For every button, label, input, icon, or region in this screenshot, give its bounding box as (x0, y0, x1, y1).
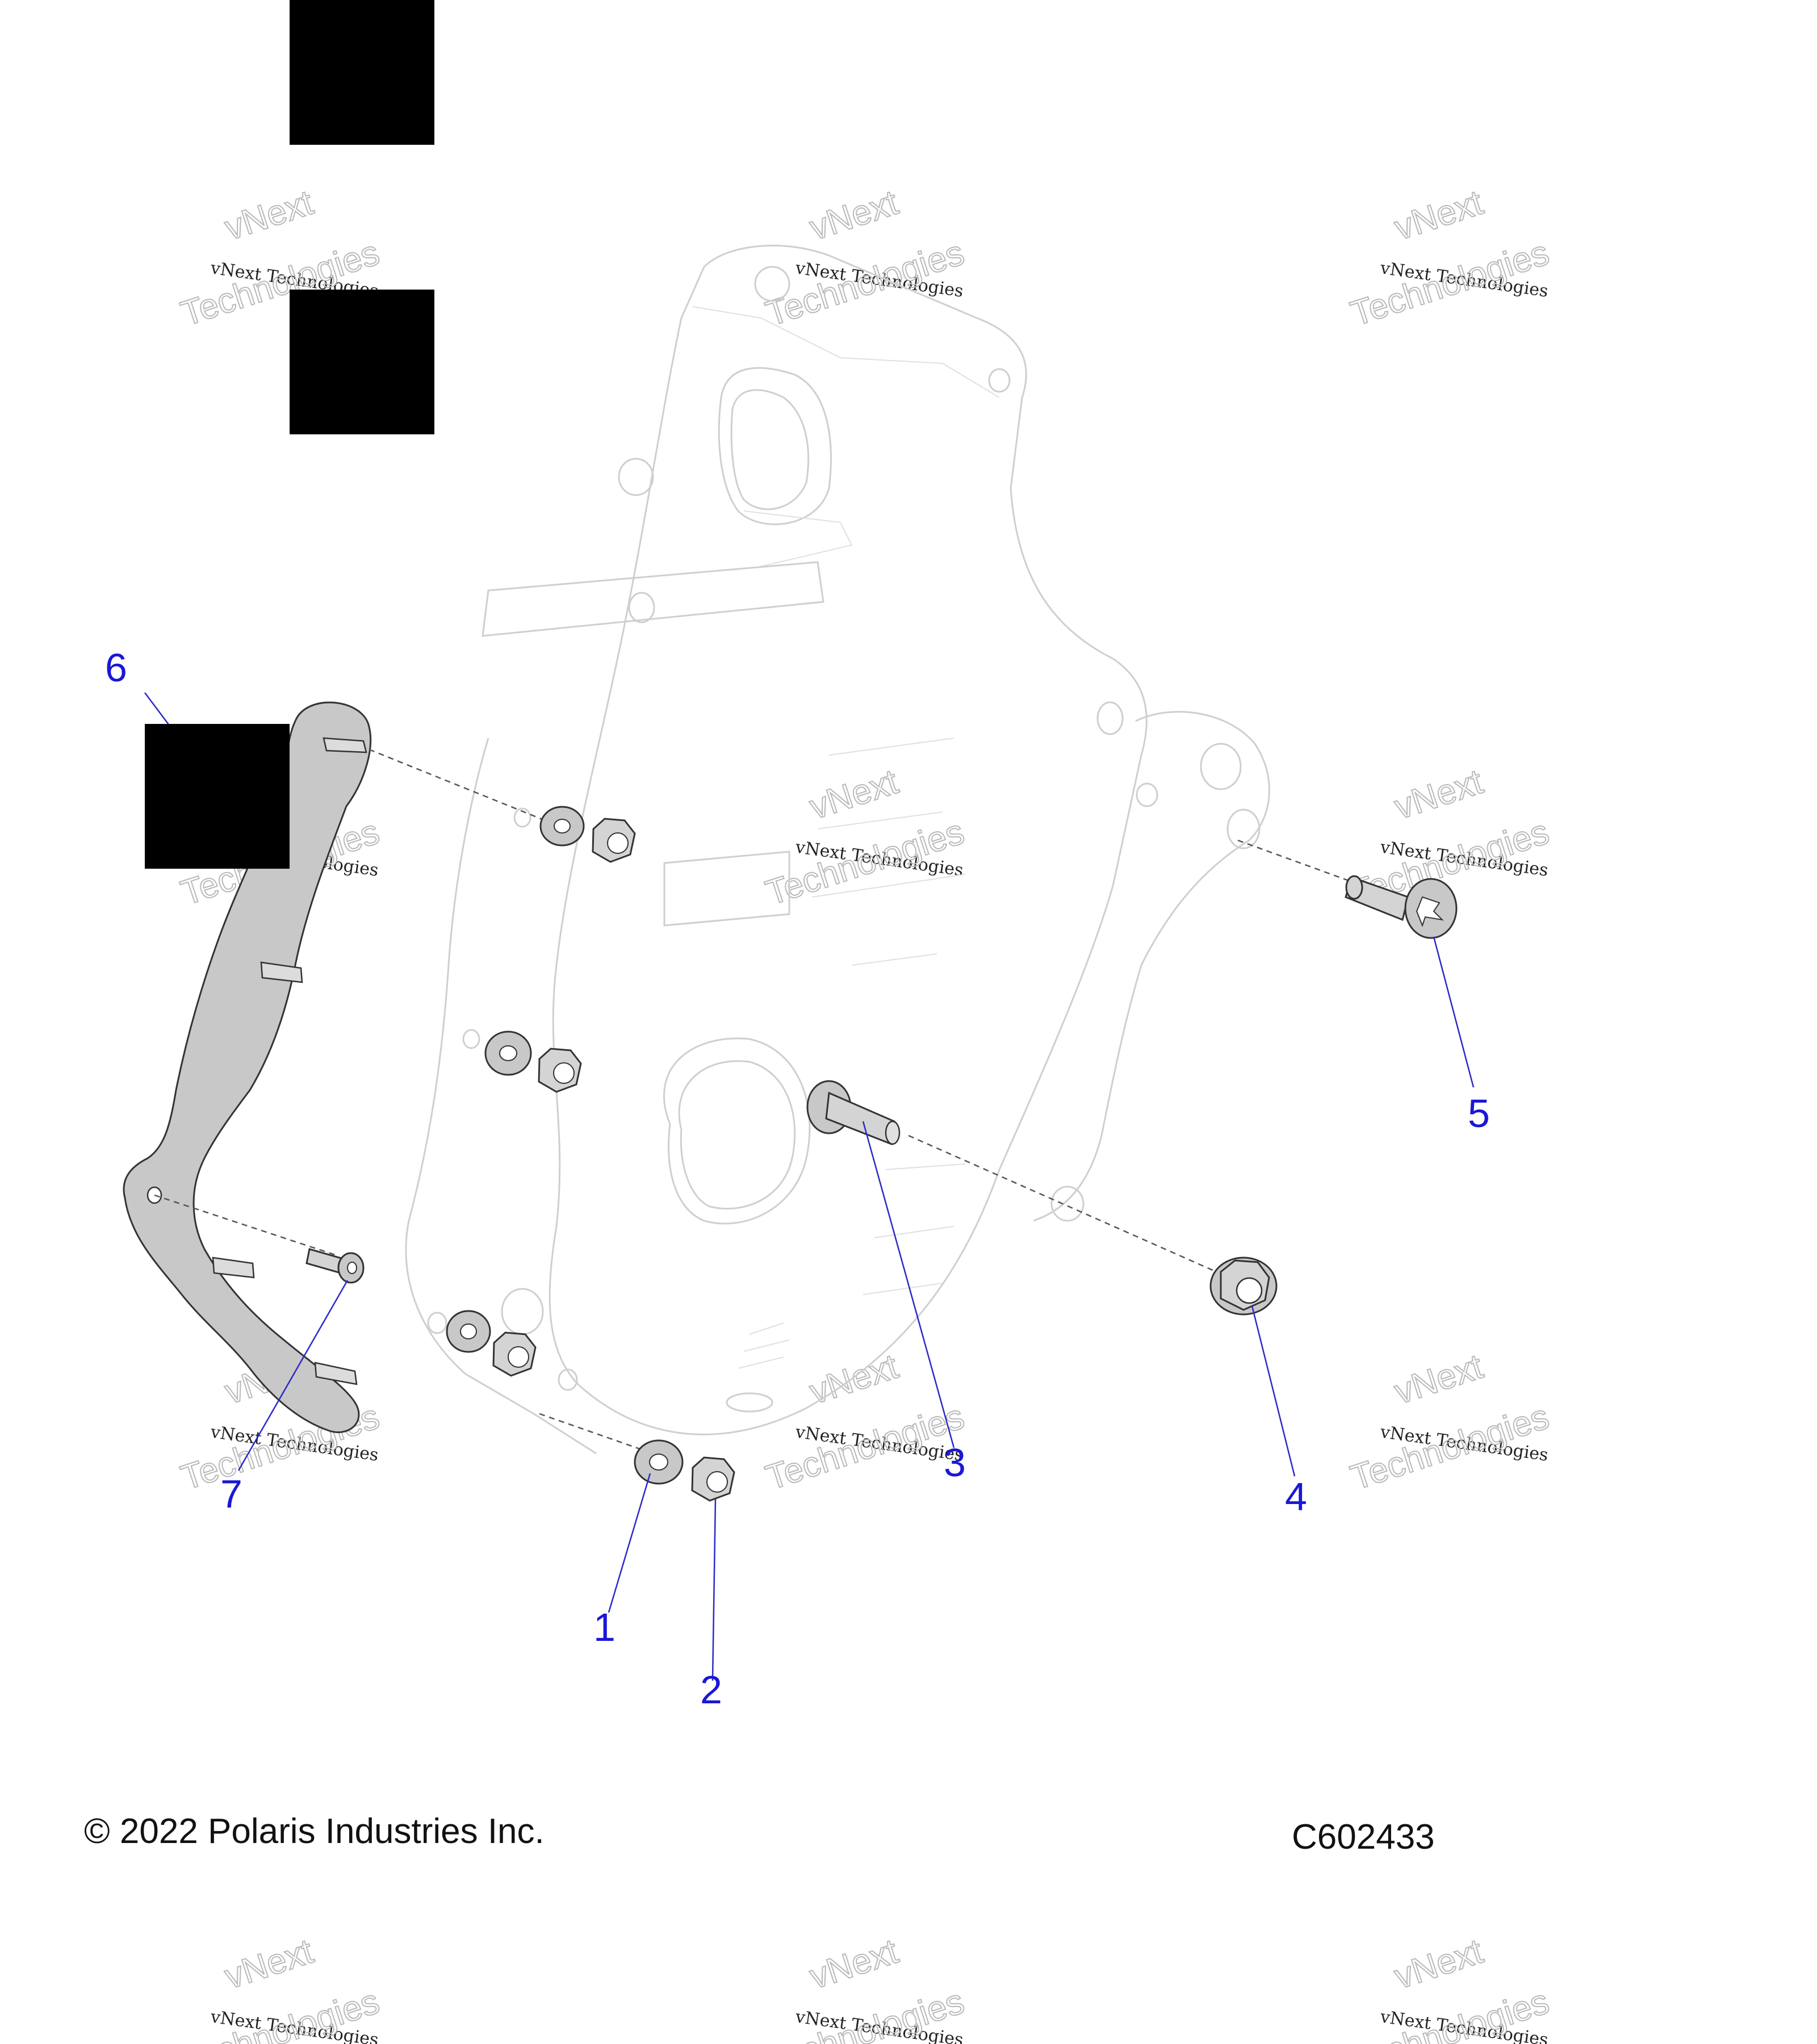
nut (492, 1331, 537, 1377)
watermark-big-top: vNext (1390, 183, 1488, 248)
redaction-block (290, 0, 434, 145)
callout-1: 1 (593, 1605, 616, 1649)
callout-5: 5 (1468, 1091, 1490, 1136)
bracket-stud (260, 961, 303, 983)
watermark-big-top: vNext (805, 1932, 903, 1997)
callout-4: 4 (1285, 1475, 1307, 1519)
leader-2 (711, 1498, 717, 1681)
nut (538, 1048, 582, 1093)
leader-lines (144, 692, 1475, 1681)
callout-7: 7 (220, 1472, 242, 1516)
watermark: vNext vNext Technologies Technologies (1346, 1931, 1555, 2044)
watermark-big-top: vNext (805, 762, 903, 827)
bracket-stud (314, 1362, 358, 1385)
figure-id: C602433 (1292, 1817, 1435, 1857)
watermark-big-top: vNext (220, 1932, 318, 1997)
watermark-big-top: vNext (1390, 1347, 1488, 1412)
leader-1 (608, 1473, 651, 1613)
washer (539, 806, 585, 847)
nut (691, 1456, 735, 1502)
watermark-big-top: vNext (805, 1347, 903, 1412)
part-7-screw (305, 1248, 365, 1284)
callout-6: 6 (105, 646, 127, 690)
part-4-flange-nut (1209, 1256, 1278, 1316)
part-5-bolt (1345, 875, 1458, 939)
watermark-big-top: vNext (805, 183, 903, 248)
bracket-stud (323, 737, 367, 753)
watermark-big-top: vNext (220, 183, 318, 248)
watermark: vNext vNext Technologies Technologies (1346, 182, 1555, 334)
callout-3: 3 (944, 1440, 966, 1485)
leader-4 (1251, 1305, 1296, 1477)
watermark: vNext vNext Technologies Technologies (761, 1931, 970, 2044)
washer (634, 1439, 684, 1485)
nut (592, 818, 636, 863)
watermark: vNext vNext Technologies Technologies (1346, 1346, 1555, 1498)
redaction-blocks (145, 0, 434, 869)
redaction-block (290, 290, 434, 434)
assembly-lines (154, 748, 1363, 1455)
part-2-nuts (492, 818, 735, 1502)
leader-3 (862, 1121, 955, 1448)
leader-6 (144, 692, 171, 727)
redaction-block (145, 724, 290, 869)
watermark-big-top: vNext (1390, 762, 1488, 827)
washer (484, 1031, 532, 1076)
watermark: vNext vNext Technologies Technologies (761, 182, 970, 334)
watermark: vNext vNext Technologies Technologies (761, 761, 970, 914)
copyright-text: © 2022 Polaris Industries Inc. (84, 1812, 545, 1851)
watermark: vNext vNext Technologies Technologies (176, 1931, 385, 2044)
leader-5 (1433, 936, 1475, 1088)
leader-7 (237, 1280, 349, 1471)
part-3-stud (806, 1080, 901, 1146)
washer (446, 1310, 491, 1353)
callout-2: 2 (700, 1668, 722, 1712)
bracket-stud (212, 1256, 255, 1279)
part-1-washers (446, 806, 684, 1485)
watermark-big-top: vNext (1390, 1932, 1488, 1997)
callout-labels: 1 2 3 4 5 6 7 (105, 646, 1490, 1712)
part-6-bracket (123, 701, 372, 1434)
